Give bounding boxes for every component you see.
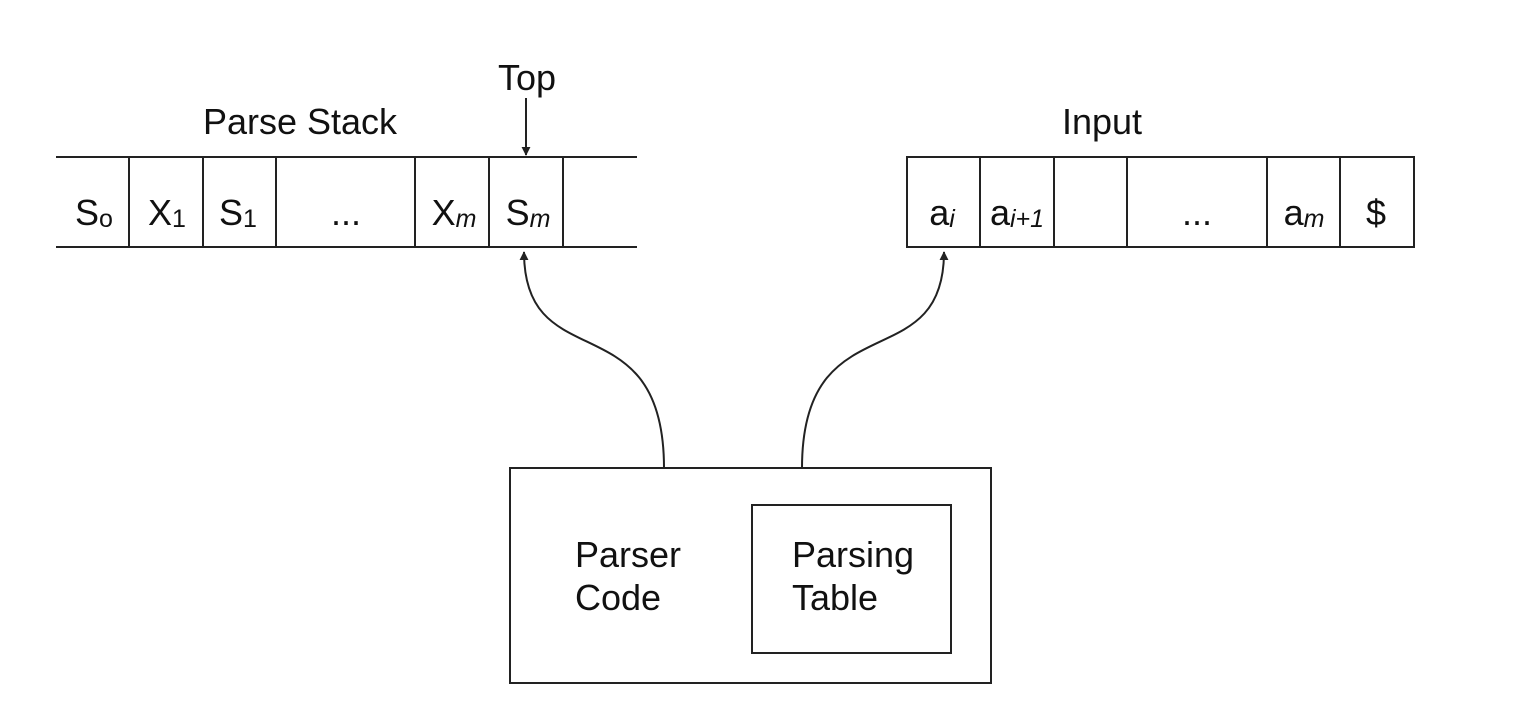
parser-to-input-arrow: [801, 251, 949, 469]
parser-code-label-line2: Code: [575, 577, 661, 618]
parser-code-label: Parser: [575, 534, 681, 575]
parser-box: [509, 467, 992, 684]
parsing-table-label-line2: Table: [792, 577, 878, 618]
parser-to-stack-arrow: [519, 251, 665, 469]
parsing-table-box: [751, 504, 952, 654]
top-label: Top: [498, 57, 556, 98]
input-cell-ai: ai: [929, 192, 956, 233]
stack-cell-ellipsis: ...: [331, 192, 361, 233]
input-cell-ai1: ai+1: [990, 192, 1044, 233]
input-cell-ellipsis: ...: [1182, 192, 1212, 233]
stack-cell-xm: Xm: [432, 192, 477, 233]
input-title: Input: [1062, 101, 1142, 142]
stack-cell-x1: X1: [148, 192, 186, 233]
stack-cell-s1: S1: [219, 192, 257, 233]
parse-stack: So X1 S1 ... Xm Sm: [56, 156, 637, 248]
input-cell-am: am: [1284, 192, 1325, 233]
stack-cell-s0: So: [75, 192, 113, 233]
input-tape: ai ai+1 ... am $: [906, 156, 1415, 248]
input-border: [906, 156, 1415, 248]
stack-cell-sm: Sm: [506, 192, 551, 233]
parse-stack-title: Parse Stack: [203, 101, 398, 142]
input-cell-dollar: $: [1366, 192, 1386, 233]
parsing-table-label: Parsing: [792, 534, 914, 575]
